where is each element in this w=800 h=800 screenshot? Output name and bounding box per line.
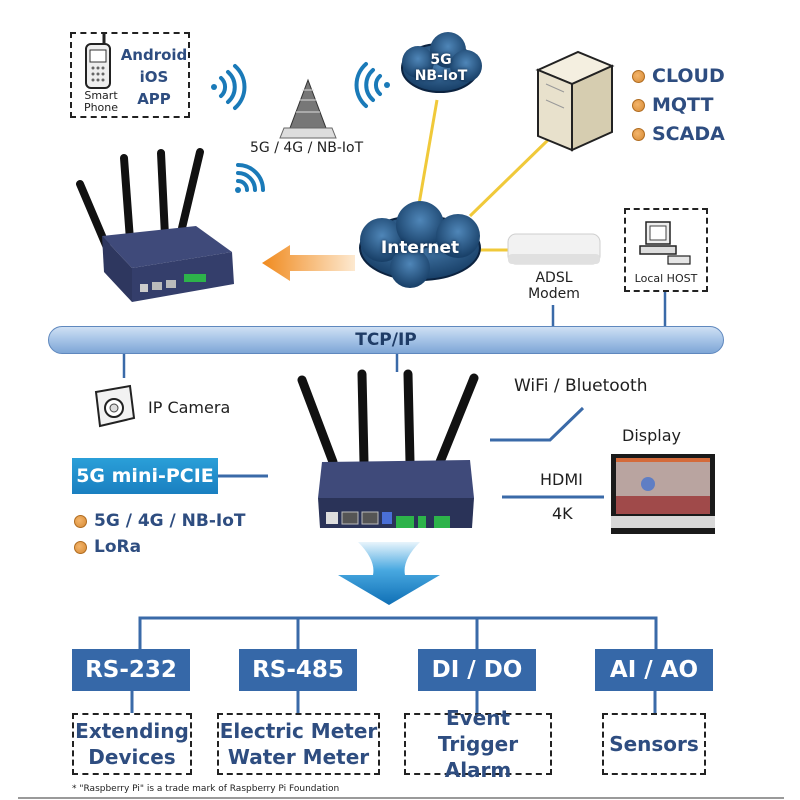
option-cellular: 5G / 4G / NB-IoT bbox=[74, 508, 246, 534]
4k-label: 4K bbox=[552, 504, 573, 523]
mini-pcie-badge: 5G mini-PCIE bbox=[72, 458, 218, 494]
server-services: CLOUD MQTT SCADA bbox=[632, 62, 725, 149]
target-dido-line2: Alarm bbox=[444, 758, 512, 782]
platform-ios: iOS bbox=[139, 68, 169, 86]
bullet-icon bbox=[632, 128, 645, 141]
interface-tree-bar bbox=[138, 616, 658, 655]
target-dido-line1: Event Trigger bbox=[437, 706, 519, 756]
wifi-bluetooth-label: WiFi / Bluetooth bbox=[514, 376, 648, 396]
internet-label: Internet bbox=[380, 238, 460, 258]
local-host-group bbox=[624, 208, 708, 292]
service-scada: SCADA bbox=[632, 120, 725, 149]
bullet-icon bbox=[632, 99, 645, 112]
tower-label: 5G / 4G / NB-IoT bbox=[250, 140, 364, 156]
modem-icon bbox=[507, 233, 601, 265]
interface-dido: DI / DO bbox=[418, 649, 536, 691]
monitor-icon bbox=[611, 454, 715, 534]
desktop-pc-icon bbox=[639, 221, 691, 265]
target-rs485: Electric Meter Water Meter bbox=[217, 713, 380, 775]
service-cloud-label: CLOUD bbox=[652, 65, 725, 87]
wifi-signal-cloud-icon bbox=[354, 62, 390, 108]
target-rs232: Extending Devices bbox=[72, 713, 192, 775]
down-arrow-icon bbox=[338, 542, 440, 605]
service-mqtt-label: MQTT bbox=[652, 94, 714, 116]
cell-tower-icon bbox=[279, 78, 337, 139]
cloud-5g-label: 5G NB-IoT bbox=[405, 52, 477, 84]
target-rs485-line2: Water Meter bbox=[227, 745, 370, 769]
target-aiao: Sensors bbox=[602, 713, 706, 775]
smartphone-caption-line2: Phone bbox=[83, 101, 119, 114]
footnote: * "Raspberry Pi" is a trade mark of Rasp… bbox=[72, 784, 340, 794]
cloud-5g-icon bbox=[401, 32, 482, 93]
option-lora: LoRa bbox=[74, 534, 246, 560]
bullet-icon bbox=[74, 540, 87, 554]
link-server-internet bbox=[468, 138, 550, 218]
target-dido: Event Trigger Alarm bbox=[404, 706, 552, 782]
tcp-ip-bus: TCP/IP bbox=[48, 326, 724, 354]
internet-cloud-icon bbox=[359, 201, 481, 288]
target-aiao-line1: Sensors bbox=[609, 732, 699, 756]
option-lora-label: LoRa bbox=[94, 537, 142, 557]
modem-line2: Modem bbox=[528, 286, 580, 302]
interface-aiao: AI / AO bbox=[595, 649, 713, 691]
platform-list: Android iOS APP bbox=[118, 44, 190, 110]
cloud-5g-line2: NB-IoT bbox=[414, 68, 468, 84]
gateway-top-icon bbox=[76, 148, 234, 302]
mini-pcie-options: 5G / 4G / NB-IoT LoRa bbox=[74, 508, 246, 560]
target-rs485-line1: Electric Meter bbox=[219, 719, 378, 743]
local-host-label: Local HOST bbox=[634, 272, 698, 285]
interface-rs485: RS-485 bbox=[239, 649, 357, 691]
footer-rule bbox=[18, 797, 784, 799]
tcp-ip-label: TCP/IP bbox=[355, 330, 417, 350]
camera-icon bbox=[94, 384, 136, 428]
target-rs232-line2: Devices bbox=[88, 745, 176, 769]
wifi-signal-gateway-icon bbox=[235, 163, 265, 193]
link-wifi-bluetooth bbox=[490, 406, 585, 442]
smartphone-caption-line1: Smart bbox=[84, 89, 118, 102]
camera-label: IP Camera bbox=[148, 398, 231, 417]
modem-line1: ADSL bbox=[535, 270, 573, 286]
modem-label: ADSL Modem bbox=[516, 270, 592, 302]
server-icon bbox=[535, 50, 615, 152]
link-cloud5g-internet bbox=[416, 99, 439, 211]
service-mqtt: MQTT bbox=[632, 91, 725, 120]
cloud-5g-line1: 5G bbox=[430, 52, 452, 68]
smartphone-icon bbox=[85, 34, 111, 89]
hdmi-label: HDMI bbox=[540, 470, 583, 489]
iot-gateway-icon bbox=[297, 369, 479, 528]
platform-android: Android bbox=[120, 46, 188, 64]
service-scada-label: SCADA bbox=[652, 123, 725, 145]
orange-arrow-icon bbox=[262, 245, 355, 281]
platform-app: APP bbox=[137, 90, 171, 108]
bullet-icon bbox=[632, 70, 645, 83]
display-label: Display bbox=[622, 426, 681, 445]
bullet-icon bbox=[74, 514, 87, 528]
interface-rs232: RS-232 bbox=[72, 649, 190, 691]
service-cloud: CLOUD bbox=[632, 62, 725, 91]
wifi-signal-phone-icon bbox=[211, 64, 247, 110]
option-cellular-label: 5G / 4G / NB-IoT bbox=[94, 511, 246, 531]
smartphone-caption: Smart Phone bbox=[76, 90, 126, 114]
smartphone-group bbox=[70, 32, 190, 118]
target-rs232-line1: Extending bbox=[75, 719, 189, 743]
